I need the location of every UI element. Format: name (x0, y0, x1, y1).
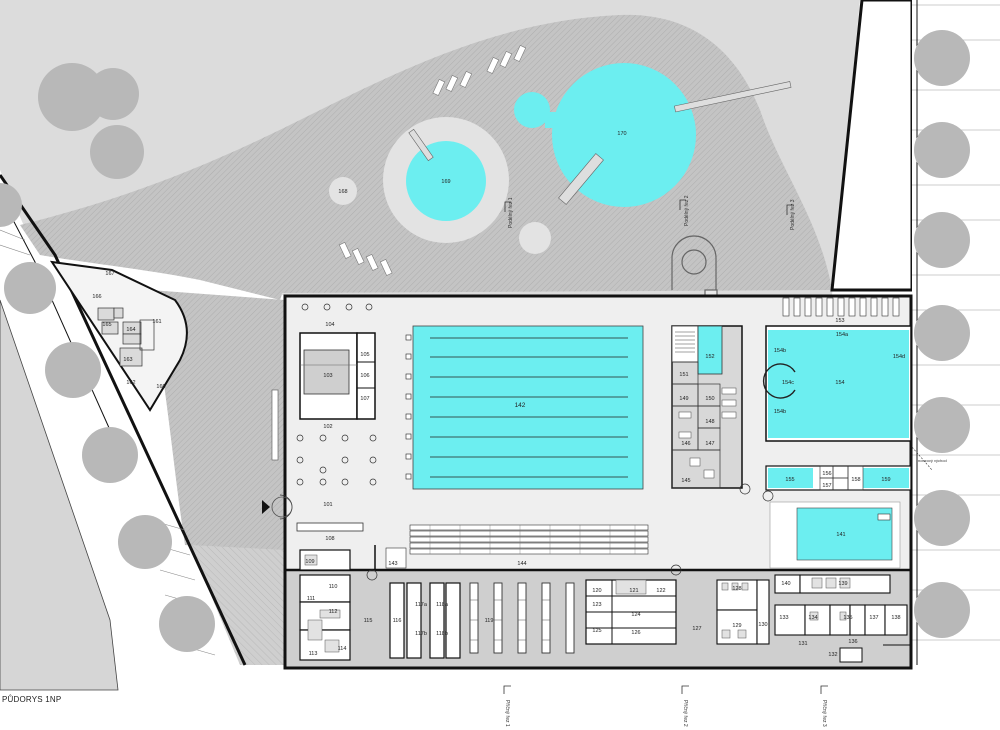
room-128: 128 (732, 586, 741, 592)
room-111: 111 (307, 596, 315, 602)
room-156: 156 (822, 471, 831, 477)
room-165: 165 (102, 322, 111, 328)
room-115: 115 (364, 618, 373, 624)
room-154c: 154c (782, 380, 794, 386)
room-101: 101 (323, 502, 332, 508)
service-building (49, 260, 188, 412)
room-143: 143 (388, 561, 397, 567)
room-131: 131 (798, 641, 807, 647)
room-160: 160 (156, 384, 165, 390)
room-108: 108 (325, 536, 334, 542)
room-127: 127 (692, 626, 701, 632)
room-118b: 118b (436, 631, 448, 637)
room-152: 152 (705, 354, 714, 360)
room-135: 135 (843, 615, 852, 621)
room-134: 134 (808, 615, 817, 621)
room-109: 109 (305, 559, 314, 565)
room-141: 141 (836, 532, 845, 538)
drawing-title: PŮDORYS 1NP (2, 695, 62, 704)
room-105: 105 (360, 352, 369, 358)
room-133: 133 (779, 615, 788, 621)
section-label-3: Příčný řez 3 (821, 700, 827, 727)
section-label-5: Podélný řez 2 (684, 195, 690, 226)
room-119: 119 (485, 618, 494, 624)
room-137: 137 (869, 615, 878, 621)
room-124: 124 (631, 612, 640, 618)
room-157: 157 (822, 483, 831, 489)
pool-141 (796, 507, 893, 561)
room-142: 142 (515, 402, 526, 409)
room-154: 154 (835, 380, 844, 386)
emergency-exit-note: nouzový východ (918, 458, 947, 463)
room-138: 138 (891, 615, 900, 621)
room-106: 106 (360, 373, 369, 379)
room-151: 151 (679, 372, 688, 378)
room-102: 102 (323, 424, 332, 430)
room-147: 147 (705, 441, 714, 447)
room-148: 148 (705, 419, 714, 425)
room-113: 113 (309, 651, 318, 657)
room-166: 166 (92, 294, 101, 300)
room-154a: 154a (836, 332, 849, 338)
room-126: 126 (631, 630, 640, 636)
room-146: 146 (681, 441, 690, 447)
room-112: 112 (329, 609, 338, 615)
room-110: 110 (329, 584, 338, 590)
room-103: 103 (323, 373, 332, 379)
pool-154 (768, 330, 909, 438)
room-162: 162 (126, 380, 135, 386)
room-116: 116 (393, 618, 402, 624)
room-114: 114 (338, 646, 347, 652)
room-125: 125 (592, 628, 601, 634)
room-167: 167 (105, 271, 114, 277)
room-153: 153 (835, 318, 844, 324)
room-161: 161 (152, 319, 161, 325)
room-136: 136 (848, 639, 857, 645)
room-168: 168 (338, 189, 347, 195)
room-129: 129 (732, 623, 741, 629)
section-label-6: Podélný řez 3 (790, 199, 796, 230)
pool-142 (412, 325, 644, 490)
paved-entrance (150, 290, 285, 555)
room-158: 158 (851, 477, 860, 483)
section-label-4: Podélný řez 1 (508, 197, 514, 228)
room-154b-upper: 154b (774, 348, 786, 354)
room-140: 140 (781, 581, 790, 587)
room-144: 144 (517, 561, 526, 567)
room-117b: 117b (415, 631, 427, 637)
room-121: 121 (629, 588, 638, 594)
room-170: 170 (617, 131, 626, 137)
trees (0, 30, 970, 652)
room-118a: 118a (436, 602, 449, 608)
room-120: 120 (592, 588, 601, 594)
pool-169 (406, 141, 486, 221)
room-154b-lower: 154b (774, 409, 786, 415)
room-123: 123 (592, 602, 601, 608)
room-104: 104 (325, 322, 334, 328)
section-label-2: Příčný řez 2 (682, 700, 688, 727)
room-164: 164 (126, 327, 135, 333)
room-labels: 101 102 103 104 105 106 107 108 109 110 … (92, 131, 905, 658)
room-132: 132 (828, 652, 837, 658)
room-122: 122 (656, 588, 665, 594)
road (0, 299, 119, 691)
paved-south (190, 545, 285, 665)
room-139: 139 (838, 581, 847, 587)
room-155: 155 (785, 477, 794, 483)
section-label-1: Příčný řez 1 (504, 700, 510, 727)
room-107: 107 (360, 396, 369, 402)
room-150: 150 (705, 396, 714, 402)
room-169: 169 (441, 179, 450, 185)
room-130: 130 (758, 622, 767, 628)
room-117a: 117a (415, 602, 428, 608)
room-145: 145 (681, 478, 690, 484)
room-159: 159 (881, 477, 890, 483)
room-154d: 154d (893, 354, 905, 360)
room-163: 163 (123, 357, 132, 363)
room-149: 149 (679, 396, 688, 402)
